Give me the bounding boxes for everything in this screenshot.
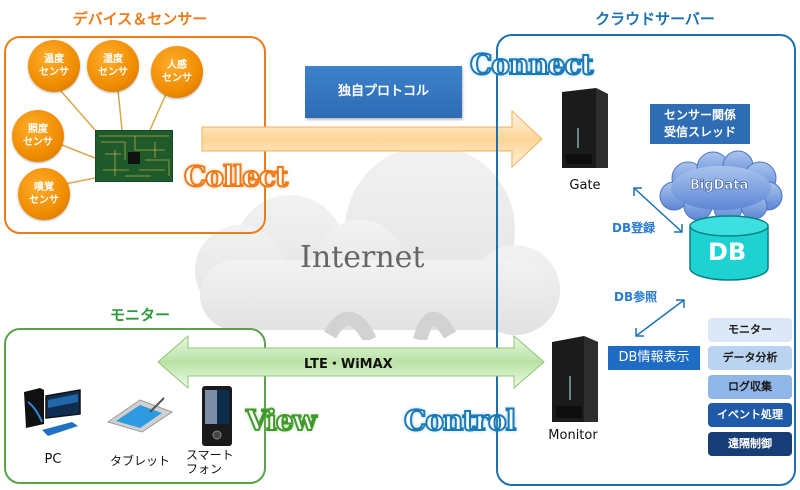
cloud-section-title: クラウドサーバー — [595, 10, 715, 28]
tablet-icon — [106, 397, 174, 433]
collect-arrow — [201, 109, 543, 169]
device-smartphone-label: スマート フォン — [186, 448, 234, 476]
temperature-sensor: 温度センサ — [28, 40, 80, 92]
monitor-server-label: Monitor — [548, 428, 598, 443]
function-remote-control: 遠隔制御 — [708, 432, 792, 456]
desktop-pc-icon — [24, 388, 81, 436]
gate-server-icon — [562, 88, 608, 168]
device-pc-label: PC — [44, 452, 62, 467]
bigdata-cloud-icon — [659, 150, 783, 222]
bigdata-label: BigData — [690, 178, 749, 194]
db-reference-label: DB参照 — [614, 290, 658, 304]
network-label: LTE・WiMAX — [304, 357, 393, 372]
collect-stage-label: Collect — [183, 159, 289, 194]
sensor-thread-box: センサー関係 受信スレッド — [650, 104, 750, 144]
monitor-section-title: モニター — [109, 306, 170, 324]
function-log-collection: ログ収集 — [708, 375, 792, 399]
view-stage-label: View — [245, 403, 318, 438]
illuminance-sensor: 照度センサ — [12, 110, 64, 162]
devices-section-title: デバイス＆センサー — [72, 10, 208, 28]
database-icon — [689, 215, 769, 281]
db-register-arrow — [633, 187, 683, 233]
device-tablet-label: タブレット — [109, 454, 170, 468]
monitor-server-icon — [552, 336, 598, 422]
smartphone-icon — [202, 386, 232, 446]
db-display-box: DB情報表示 — [608, 346, 700, 370]
db-label: DB — [708, 238, 747, 266]
sensor-connection-lines — [59, 84, 171, 186]
connect-stage-label: Connect — [469, 47, 594, 82]
monitor-frame — [4, 328, 266, 484]
function-monitor: モニター — [708, 318, 792, 342]
network-arrow — [157, 334, 545, 390]
protocol-label-box: 独自プロトコル — [305, 66, 462, 118]
control-stage-label: Control — [403, 403, 517, 438]
db-reference-arrow — [635, 299, 685, 337]
odor-sensor: 嗅覚センサ — [18, 168, 70, 220]
db-register-label: DB登録 — [612, 221, 656, 235]
internet-label: Internet — [300, 240, 425, 275]
motion-sensor: 人感センサ — [151, 46, 203, 98]
circuit-board-icon — [95, 130, 173, 182]
function-event-processing: イベント処理 — [708, 403, 792, 427]
function-data-analysis: データ分析 — [708, 346, 792, 370]
gate-server-label: Gate — [569, 178, 601, 193]
cloud-server-frame — [496, 34, 796, 486]
humidity-sensor: 湿度センサ — [87, 40, 139, 92]
